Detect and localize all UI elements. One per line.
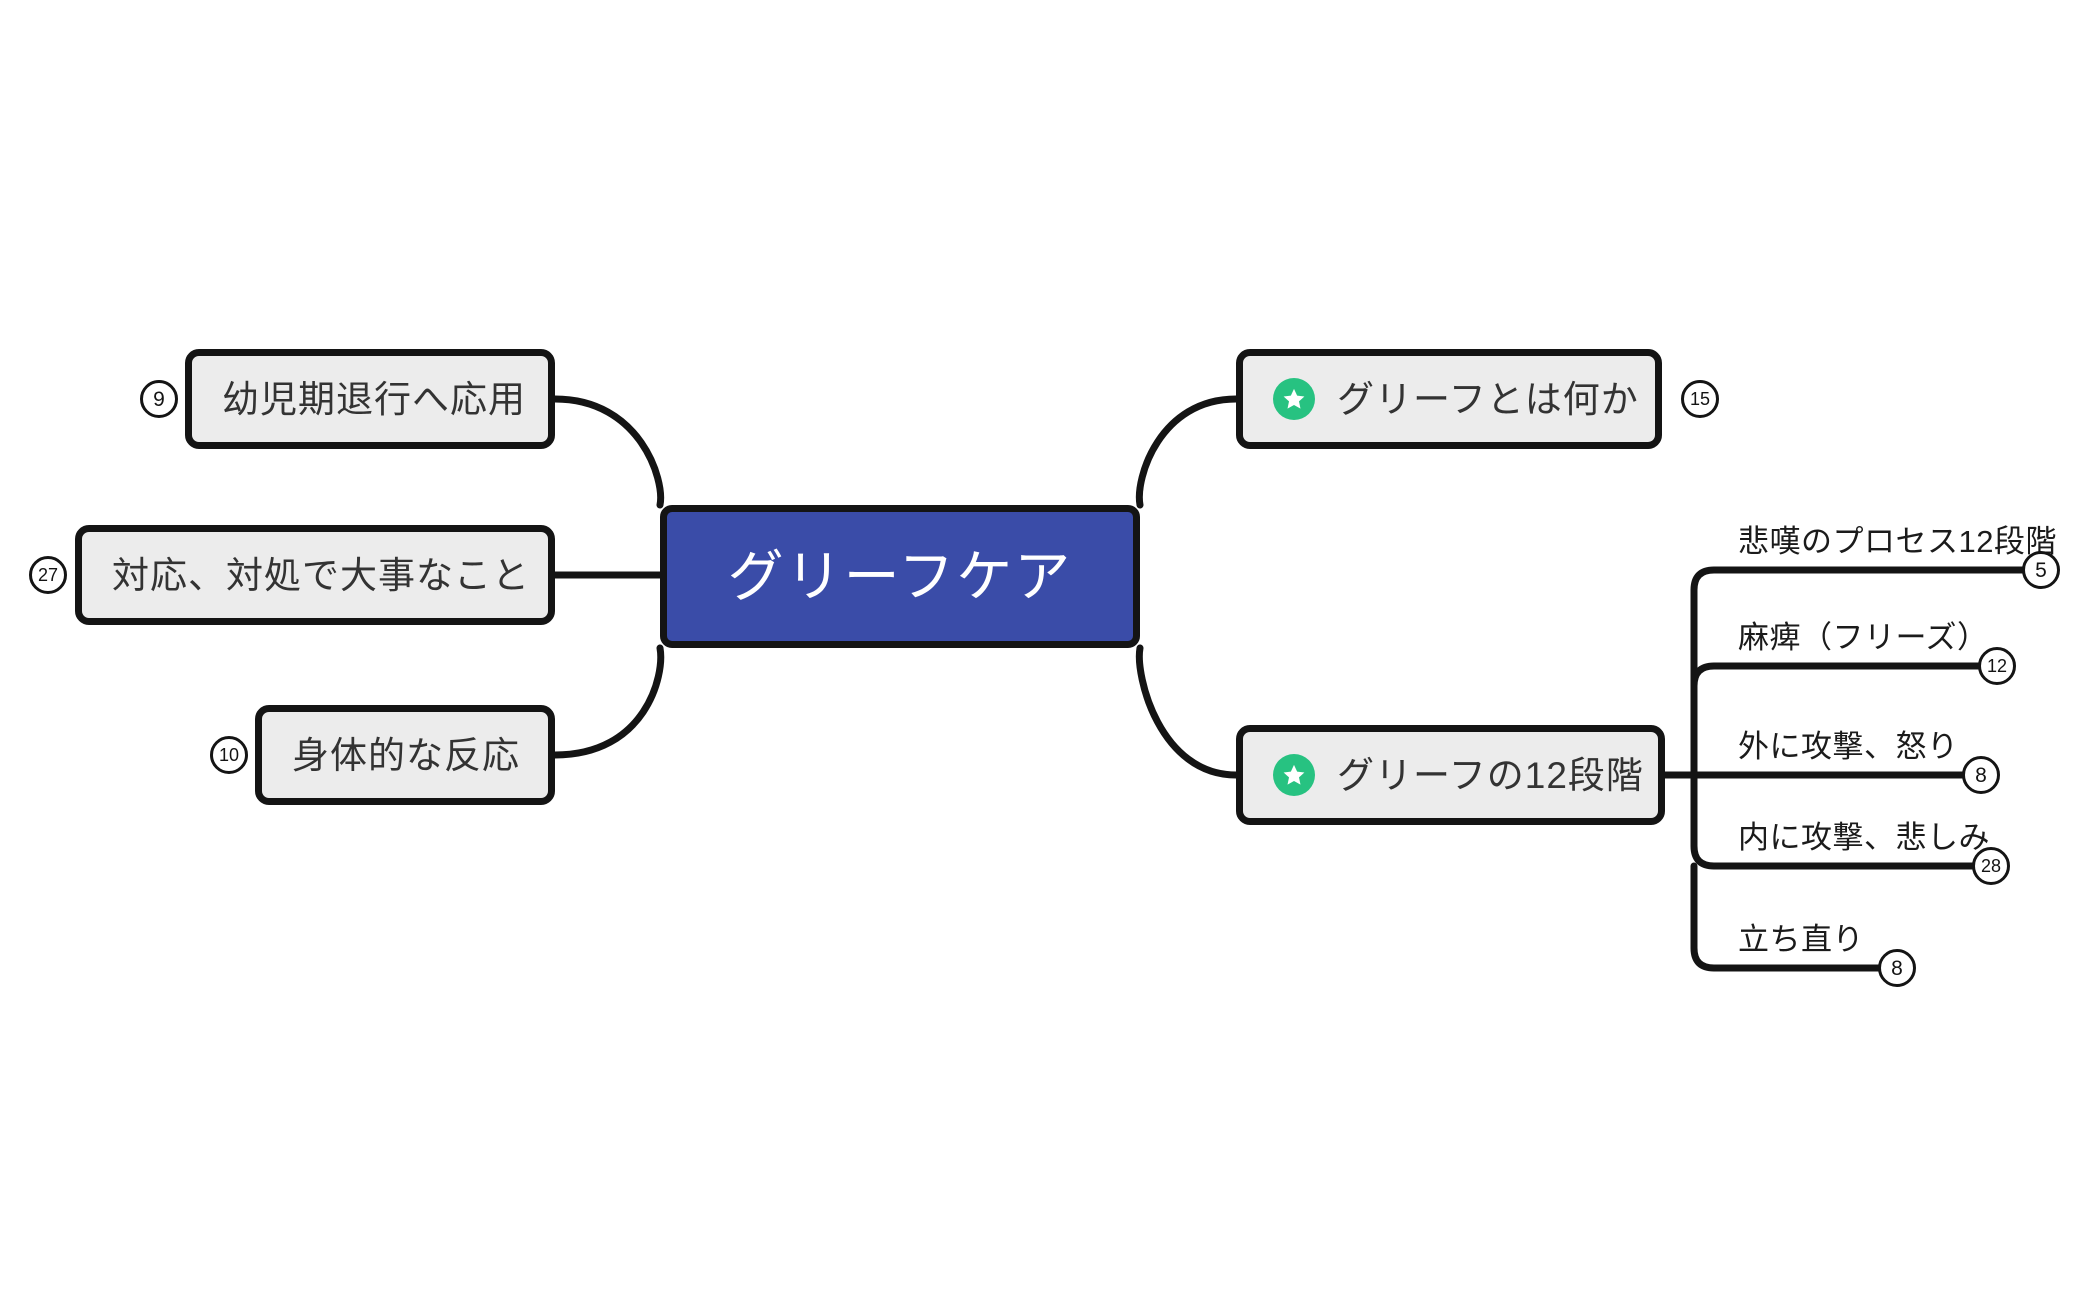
sub-label-4[interactable]: 内に攻撃、悲しみ [1738,820,1990,855]
badge-sub-1-value: 5 [2035,558,2047,582]
sub-label-3[interactable]: 外に攻撃、怒り [1738,729,1959,764]
branch-label-right-1: グリーフとは何か [1337,378,1639,420]
branch-label-left-1: 幼児期退行へ応用 [222,378,526,420]
badge-sub-2-value: 12 [1986,656,2008,676]
badge-right-1[interactable]: 15 [1681,380,1719,418]
badge-left-2-value: 27 [37,565,59,585]
link-sub-2 [1690,662,1982,694]
badge-sub-4-value: 28 [1980,856,2002,876]
root-node[interactable]: グリーフケア [660,505,1140,648]
branch-node-right-2[interactable]: グリーフの12段階 [1236,725,1665,825]
root-node-label: グリーフケア [727,544,1073,608]
link-root-left-1 [551,395,665,509]
badge-left-2[interactable]: 27 [29,556,67,594]
link-root-right-1 [1135,395,1240,509]
badge-sub-2[interactable]: 12 [1978,647,2016,685]
link-root-left-3 [551,644,665,759]
badge-sub-5[interactable]: 8 [1878,949,1916,987]
badge-sub-1[interactable]: 5 [2022,551,2060,589]
badge-left-1-value: 9 [153,387,165,411]
sub-label-5[interactable]: 立ち直り [1738,922,1864,957]
badge-sub-3[interactable]: 8 [1962,756,2000,794]
branch-label-left-2: 対応、対処で大事なこと [112,554,530,596]
badge-left-1[interactable]: 9 [140,380,178,418]
badge-sub-4[interactable]: 28 [1972,847,2010,885]
branch-label-right-2: グリーフの12段階 [1337,754,1644,796]
sub-label-2[interactable]: 麻痺（フリーズ） [1738,620,1989,655]
sub-label-1[interactable]: 悲嘆のプロセス12段階 [1738,524,2057,559]
branch-node-left-2[interactable]: 対応、対処で大事なこと [75,525,555,625]
branch-label-left-3: 身体的な反応 [292,734,520,776]
badge-left-3[interactable]: 10 [210,736,248,774]
badge-sub-3-value: 8 [1975,763,1987,787]
link-root-right-2 [1135,644,1240,779]
badge-sub-5-value: 8 [1891,956,1903,980]
branch-node-left-1[interactable]: 幼児期退行へ応用 [185,349,555,449]
branch-node-right-1[interactable]: グリーフとは何か [1236,349,1662,449]
star-icon [1273,754,1315,796]
badge-left-3-value: 10 [218,745,240,765]
branch-node-left-3[interactable]: 身体的な反応 [255,705,555,805]
badge-right-1-value: 15 [1689,389,1711,409]
star-icon [1273,378,1315,420]
